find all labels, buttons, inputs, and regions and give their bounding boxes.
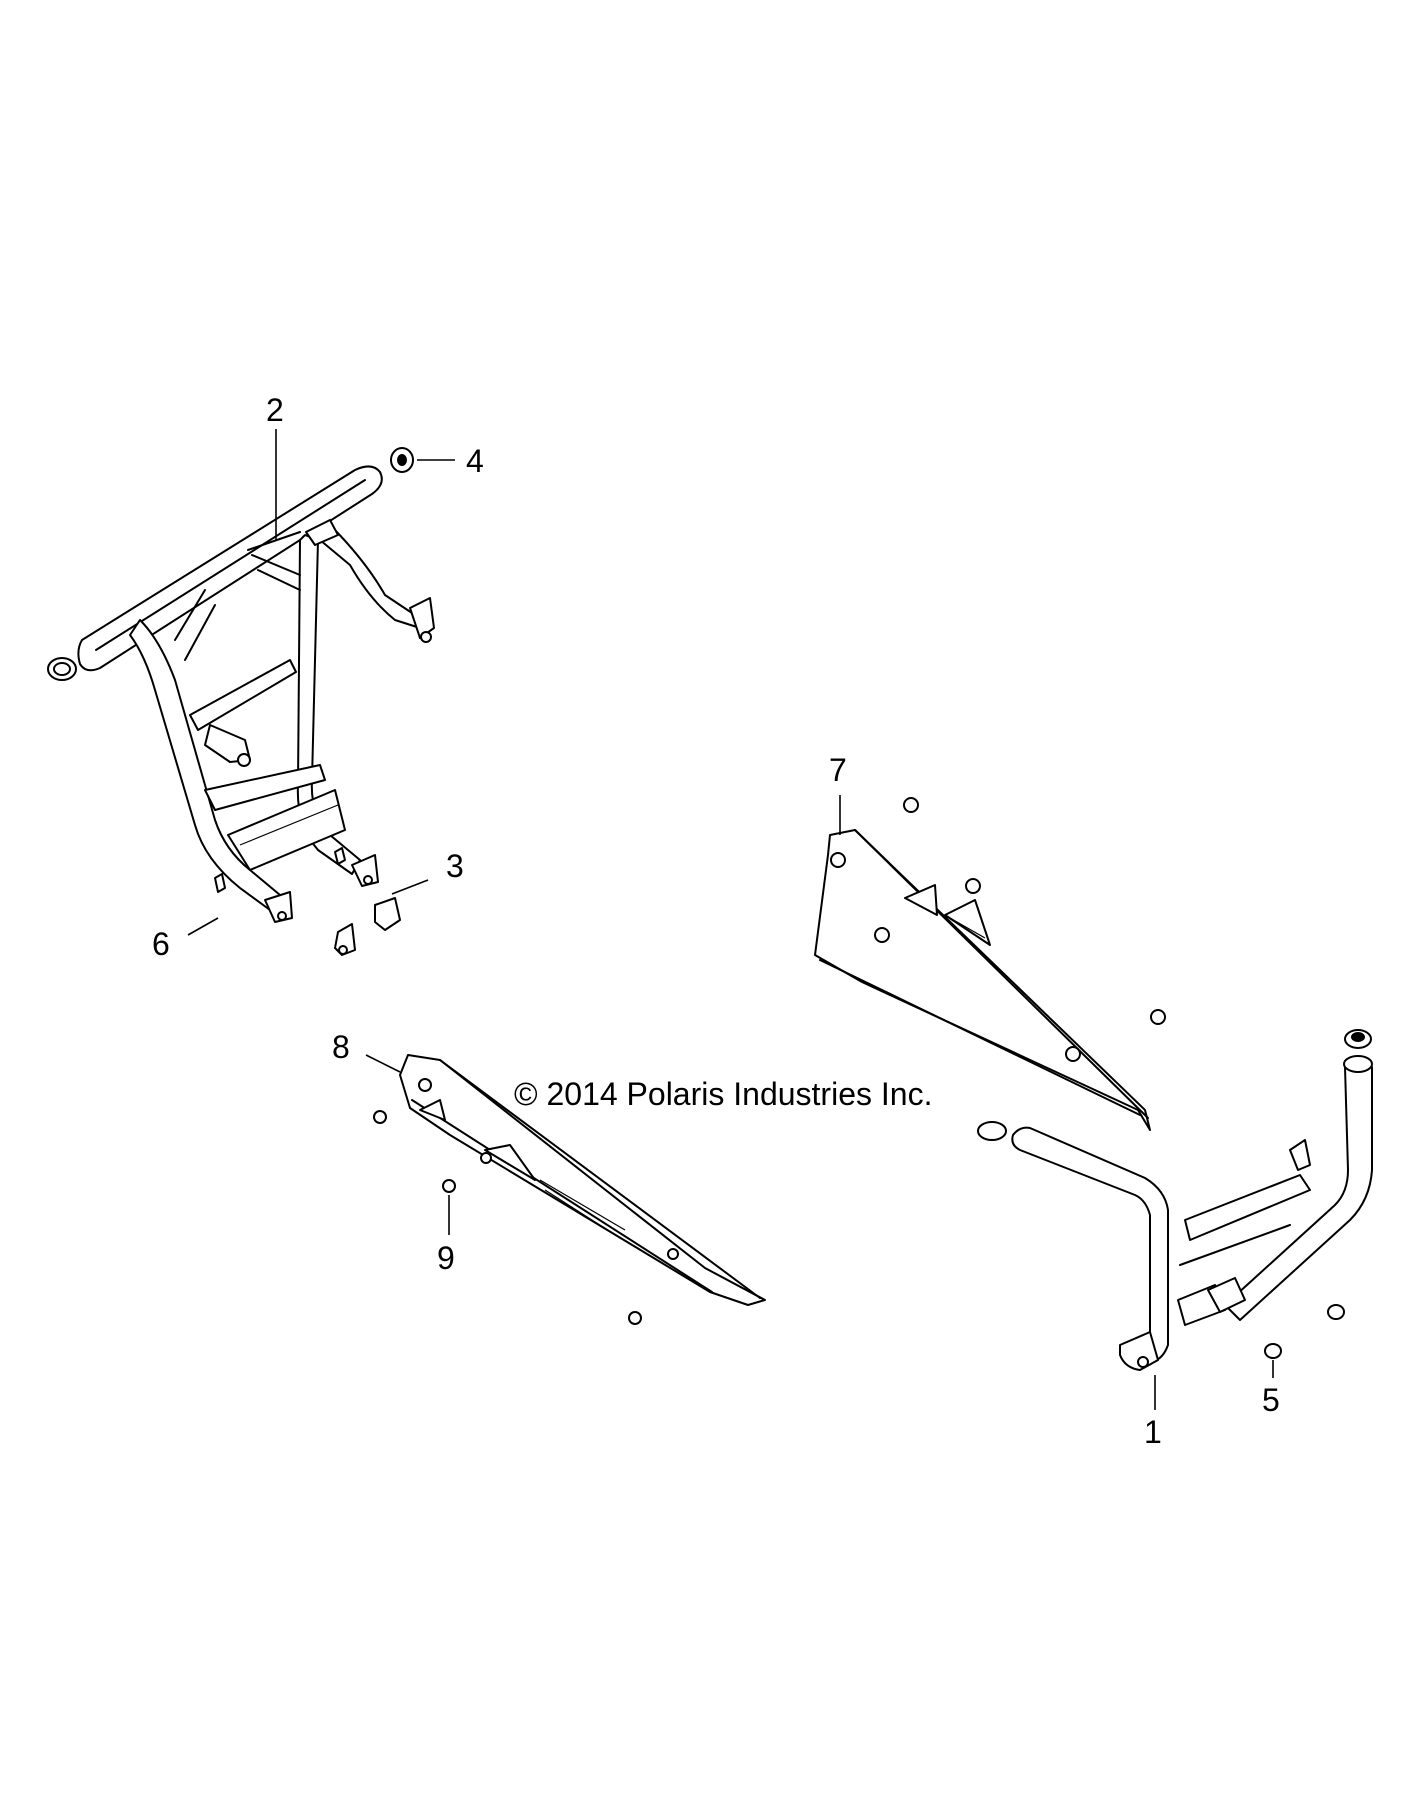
callout-1: 1 (1144, 1414, 1162, 1450)
part-7-side-panel-right (814, 829, 1151, 1131)
part-7-nuts (903, 797, 1166, 1025)
part-1-rear-bumper (977, 1029, 1373, 1371)
copyright-notice: © 2014 Polaris Industries Inc. (514, 1076, 932, 1112)
callout-4: 4 (466, 443, 484, 479)
leader-lines (187, 429, 1274, 1410)
part-8-side-panel-left (399, 1054, 766, 1306)
part-4-cap (390, 447, 414, 473)
part-3-clip (334, 897, 401, 956)
callout-6: 6 (152, 926, 170, 962)
part-5-nuts (1264, 1304, 1345, 1359)
callout-3: 3 (446, 848, 464, 884)
part-2-front-bumper (47, 465, 435, 923)
callout-9: 9 (437, 1240, 455, 1276)
callout-2: 2 (266, 392, 284, 428)
callout-8: 8 (332, 1029, 350, 1065)
callout-7: 7 (829, 752, 847, 788)
callout-5: 5 (1262, 1382, 1280, 1418)
part-6-bolt (214, 847, 346, 893)
part-9-nuts (373, 1110, 642, 1325)
